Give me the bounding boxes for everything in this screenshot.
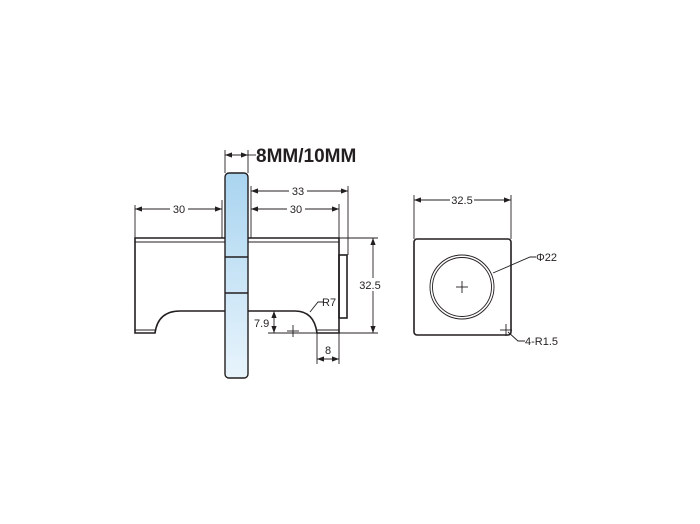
- corner-mark-icon: [500, 324, 512, 336]
- end-view-square: [413, 238, 512, 336]
- dim-end-width: 32.5: [451, 195, 472, 207]
- center-mark-icon: [456, 281, 468, 293]
- dim-right-overall-length: 33: [292, 186, 304, 198]
- dim-left-length: 30: [173, 204, 185, 216]
- glass-thickness-label: 8MM/10MM: [256, 146, 356, 167]
- right-handle-body: [248, 237, 340, 334]
- dim-radius: R7: [322, 297, 336, 309]
- end-view: 32.5 Φ22 4-R1.5: [413, 193, 558, 348]
- outer-circle: [429, 254, 495, 320]
- dim-height: 32.5: [359, 280, 380, 292]
- side-view: 8MM/10MM 30 33 30 32.5 R7 7.9: [134, 146, 381, 379]
- dim-cutout-height: 7.9: [254, 318, 269, 330]
- dim-right-length: 30: [290, 204, 302, 216]
- inner-circle: [432, 257, 492, 317]
- center-mark-icon: [287, 325, 299, 337]
- dim-diameter: Φ22: [536, 252, 557, 264]
- left-handle-body: [134, 237, 225, 334]
- glass-panel: [224, 172, 249, 379]
- dim-corner-radius: 4-R1.5: [525, 336, 558, 348]
- right-end-plate: [338, 254, 348, 319]
- dim-foot-width: 8: [325, 345, 331, 357]
